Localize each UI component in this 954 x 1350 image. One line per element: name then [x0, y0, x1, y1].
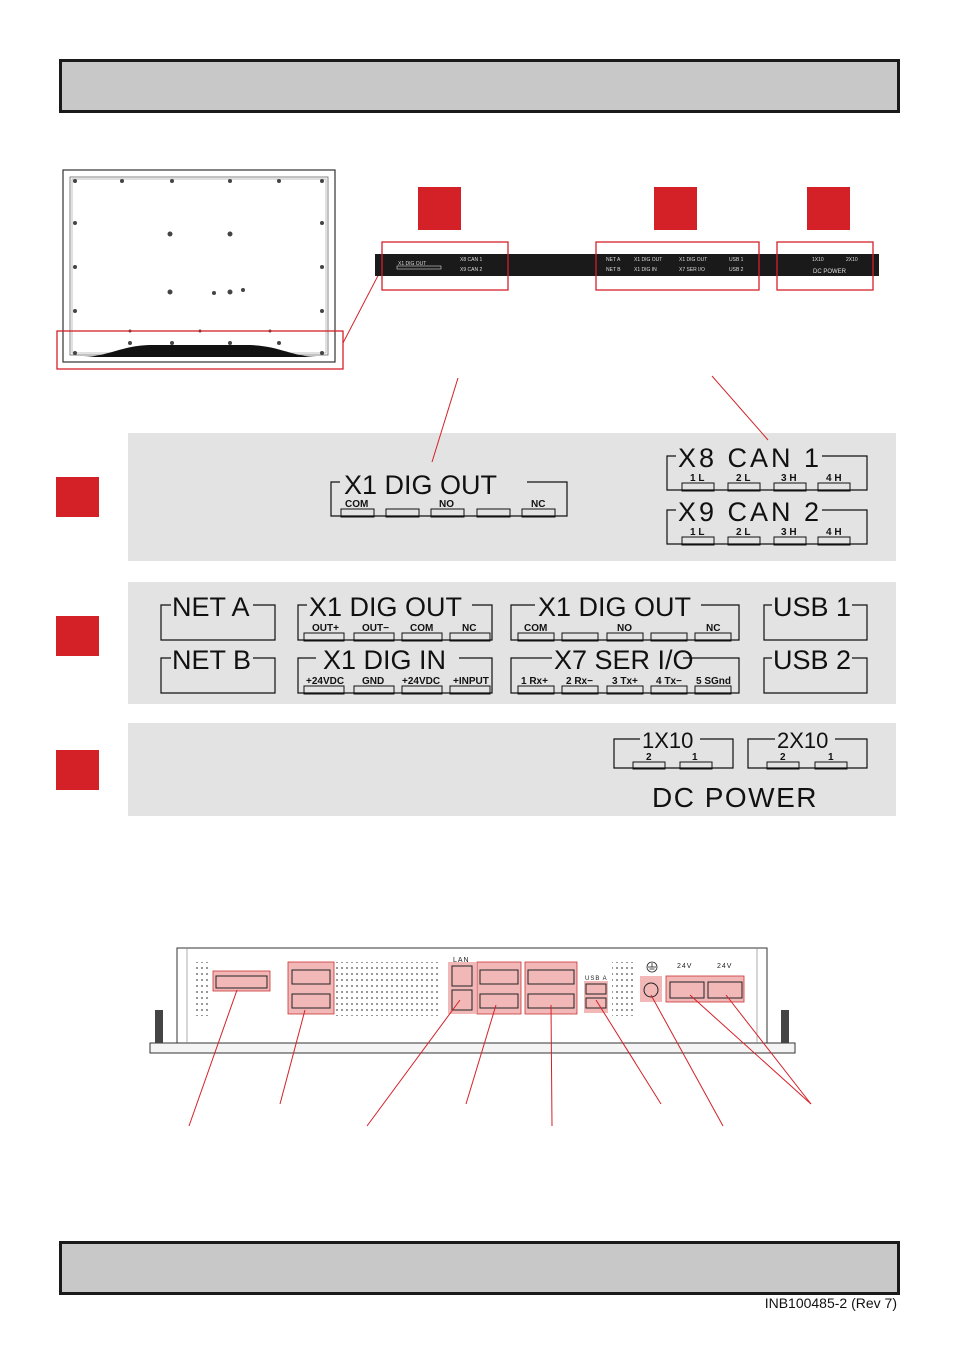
marker-3-side: [56, 750, 99, 790]
thumb-x8-can1: X8 CAN 1: [460, 257, 482, 263]
thumb-1x10: 1X10: [812, 257, 824, 263]
bottom-lan-label: LAN: [453, 957, 470, 964]
x9-can2-block: X9 CAN 2 1 L 2 L 3 H 4 H: [666, 497, 868, 546]
header-bar: [59, 59, 900, 113]
p1-pin-2: 2: [646, 752, 652, 763]
marker-1-top: [418, 187, 461, 230]
dig-out-b-pin-no: NO: [617, 623, 632, 634]
usb1-title: USB 1: [773, 592, 851, 622]
bottom-usb-label: USB A: [585, 976, 608, 982]
can1-pin-1l: 1 L: [690, 473, 704, 484]
dc-power-label: DC POWER: [652, 782, 818, 813]
x1-dig-out-title: X1 DIG OUT: [344, 470, 497, 500]
ser-pin-4: 4 Tx−: [656, 676, 682, 687]
dig-in-block: X1 DIG IN +24VDC GND +24VDC +INPUT: [297, 645, 493, 695]
bottom-24v-label-2: 24V: [717, 963, 732, 970]
can1-pin-3h: 3 H: [781, 473, 797, 484]
net-a-block: NET A: [160, 592, 276, 641]
usb2-title: USB 2: [773, 645, 851, 675]
can1-pin-2l: 2 L: [736, 473, 750, 484]
x8-can1-block: X8 CAN 1 1 L 2 L 3 H 4 H: [666, 443, 868, 492]
ground-icon: [646, 961, 658, 973]
usb2-block: USB 2: [763, 645, 868, 694]
thumb-usb1: USB 1: [729, 257, 744, 263]
thumb-net-b: NET B: [606, 267, 621, 273]
thumb-net-a: NET A: [606, 257, 621, 263]
marker-1-side: [56, 477, 99, 517]
marker-2-top: [654, 187, 697, 230]
can2-pin-1l: 1 L: [690, 527, 704, 538]
thumb-dig-out-a: X1 DIG OUT: [634, 257, 662, 263]
ser-pin-5: 5 SGnd: [696, 676, 731, 687]
thumb-x9-can2: X9 CAN 2: [460, 267, 482, 273]
x1-pin-no: NO: [439, 499, 454, 510]
panel-2: [128, 582, 896, 704]
p2-pin-1: 1: [828, 752, 834, 763]
can1-title: X8 CAN 1: [678, 443, 822, 473]
bottom-device: LAN USB A 24V 24V: [149, 947, 812, 1127]
thumb-x1-dig-out: X1 DIG OUT: [398, 261, 426, 267]
ser-io-title: X7 SER I/O: [554, 645, 694, 675]
ser-io-block: X7 SER I/O 1 Rx+ 2 Rx− 3 Tx+ 4 Tx− 5 SGn…: [510, 645, 740, 695]
dig-out-b-block: X1 DIG OUT COM NO NC: [510, 592, 740, 642]
power-2x10-block: 2X10 2 1: [747, 728, 868, 770]
dig-in-pin-2: GND: [362, 676, 384, 687]
bottom-24v-label-1: 24V: [677, 963, 692, 970]
p2-pin-2: 2: [780, 752, 786, 763]
x1-dig-out-block: X1 DIG OUT COM NO NC: [330, 470, 568, 518]
panel-1: [128, 433, 896, 561]
marker-2-side: [56, 616, 99, 656]
dig-out-a-pin-1: OUT+: [312, 623, 339, 634]
p1-pin-1: 1: [692, 752, 698, 763]
x1-pin-nc: NC: [531, 499, 545, 510]
thumb-2x10: 2X10: [846, 257, 858, 263]
dig-out-a-pin-3: COM: [410, 623, 433, 634]
can1-pin-4h: 4 H: [826, 473, 842, 484]
thumb-usb2: USB 2: [729, 267, 744, 273]
rear-panel-thumbnail: [56, 169, 384, 370]
thumb-dig-in: X1 DIG IN: [634, 267, 657, 273]
connector-strip-thumbnail: X1 DIG OUT X8 CAN 1 X9 CAN 2 NET A NET B…: [375, 241, 879, 463]
x1-pin-com: COM: [345, 499, 368, 510]
document-id: INB100485-2 (Rev 7): [764, 1295, 897, 1311]
thumb-dig-out-b: X1 DIG OUT: [679, 257, 707, 263]
can2-title: X9 CAN 2: [678, 497, 822, 527]
ser-pin-2: 2 Rx−: [566, 676, 593, 687]
dig-out-b-title: X1 DIG OUT: [538, 592, 691, 622]
can2-pin-3h: 3 H: [781, 527, 797, 538]
dig-in-title: X1 DIG IN: [323, 645, 446, 675]
dig-out-b-pin-nc: NC: [706, 623, 720, 634]
dig-out-b-pin-com: COM: [524, 623, 547, 634]
net-b-title: NET B: [172, 645, 251, 675]
p1-title: 1X10: [642, 728, 693, 753]
dig-in-pin-1: +24VDC: [306, 676, 344, 687]
can2-pin-2l: 2 L: [736, 527, 750, 538]
ser-pin-1: 1 Rx+: [521, 676, 548, 687]
marker-3-top: [807, 187, 850, 230]
thumb-ser-io: X7 SER I/O: [679, 267, 705, 273]
dig-out-a-pin-4: NC: [462, 623, 476, 634]
can2-pin-4h: 4 H: [826, 527, 842, 538]
dig-out-a-pin-2: OUT−: [362, 623, 389, 634]
power-1x10-block: 1X10 2 1: [613, 728, 734, 770]
dig-in-pin-4: +INPUT: [453, 676, 489, 687]
usb1-block: USB 1: [763, 592, 868, 641]
dig-out-a-block: X1 DIG OUT OUT+ OUT− COM NC: [297, 592, 493, 642]
p2-title: 2X10: [777, 728, 828, 753]
net-a-title: NET A: [172, 592, 250, 622]
footer-bar: [59, 1241, 900, 1295]
net-b-block: NET B: [160, 645, 276, 694]
dig-in-pin-3: +24VDC: [402, 676, 440, 687]
ser-pin-3: 3 Tx+: [612, 676, 638, 687]
thumb-dc-power: DC POWER: [813, 269, 847, 275]
dig-out-a-title: X1 DIG OUT: [309, 592, 462, 622]
